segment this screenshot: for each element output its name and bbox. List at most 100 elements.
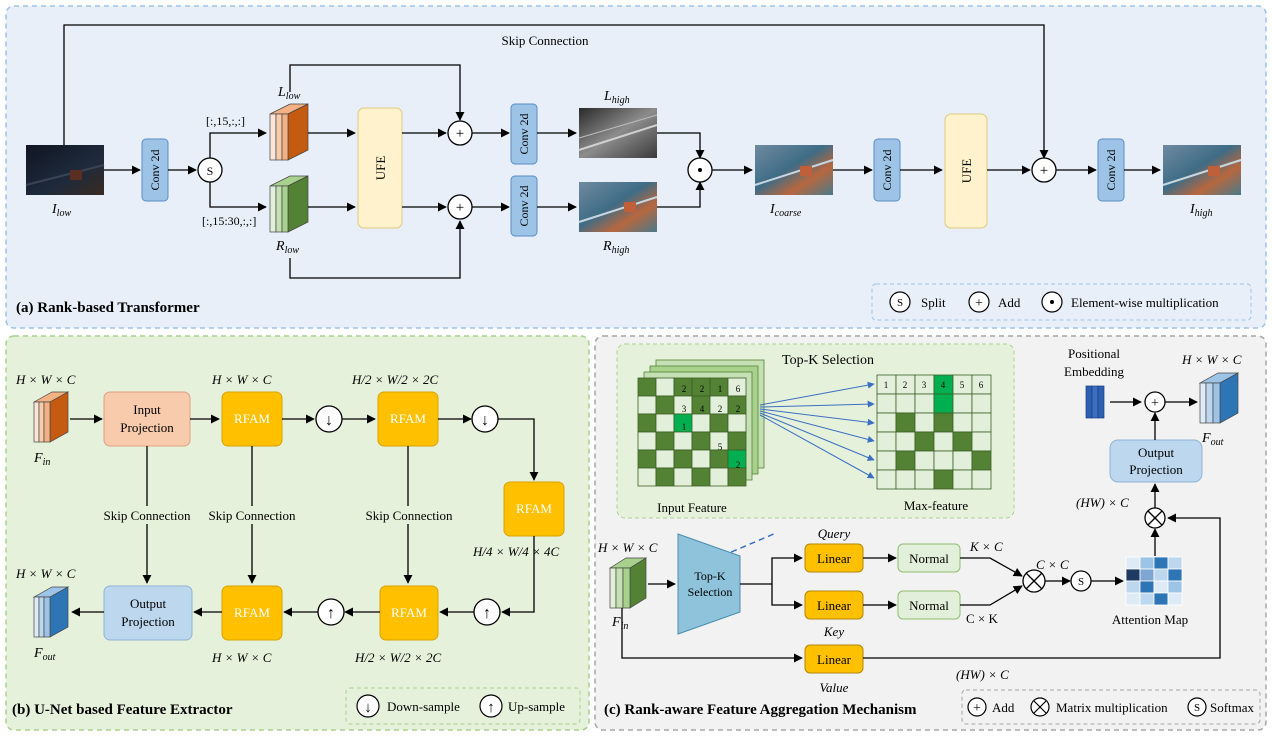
rfam-block-5 — [221, 585, 283, 641]
f-in-label-b: Fin — [33, 451, 50, 468]
rfam-label-4: RFAM — [391, 605, 427, 620]
ufe-label-2: UFE — [959, 159, 974, 184]
max-feature-cell — [876, 450, 897, 471]
max-feature-cell — [933, 431, 954, 452]
panel-c-title: (c) Rank-aware Feature Aggregation Mecha… — [604, 702, 917, 718]
grid-number: 2 — [718, 404, 723, 414]
down-arrow-icon: ↓ — [325, 412, 333, 429]
matmul-cross — [1033, 700, 1047, 714]
max-feature-cell — [971, 450, 992, 471]
skip-label-1: Skip Connection — [103, 508, 191, 523]
arrow — [501, 536, 535, 617]
max-feature-cell — [914, 431, 935, 452]
grid-number: 5 — [960, 380, 965, 390]
arrow — [657, 181, 705, 208]
attention-map-cell — [1167, 592, 1183, 606]
topk-title: Top-K Selection — [782, 353, 874, 368]
input-feature-cube — [637, 359, 765, 487]
input-feature-cell — [655, 431, 675, 451]
attention-map-cell — [1167, 556, 1183, 570]
conv-label-2: Conv 2d — [517, 113, 531, 154]
split-symbol: S — [207, 164, 214, 178]
legend-c-softmax-label: Softmax — [1210, 700, 1255, 715]
max-feature-cell — [952, 450, 973, 471]
max-feature-cell — [876, 393, 897, 414]
grid-number: 2 — [682, 384, 687, 394]
up-arrow-icon: ↑ — [483, 605, 491, 622]
input-feature-cell — [655, 413, 675, 433]
skip-label-bg — [358, 506, 460, 524]
input-feature-cell — [673, 431, 693, 451]
legend-split-label: Split — [921, 295, 946, 310]
grid-number: 6 — [979, 380, 984, 390]
max-feature-cell — [895, 412, 916, 433]
input-feature-cell — [709, 449, 729, 469]
conv-label-1: Conv 2d — [148, 149, 162, 190]
attention-map-cell — [1139, 568, 1155, 582]
max-feature-cell — [971, 431, 992, 452]
max-feature-label: Max-feature — [904, 498, 968, 513]
ufe-label-1: UFE — [373, 156, 388, 181]
grid-number: 3 — [682, 404, 687, 414]
legend-a — [871, 283, 1252, 321]
conv-label-4: Conv 2d — [880, 149, 894, 190]
attention-map-cell — [1125, 592, 1141, 606]
legend-up-symbol: ↑ — [487, 700, 495, 716]
matmul-cross — [1147, 510, 1163, 526]
matmul-cross — [1025, 572, 1043, 590]
r-low-label: Rlow — [275, 239, 299, 256]
max-feature-cell — [914, 469, 935, 490]
legend-c-add-icon — [967, 697, 987, 717]
grid-number: 6 — [736, 384, 741, 394]
arrow — [289, 220, 465, 279]
arrow — [960, 557, 1023, 577]
positional-line2: Embedding — [1064, 364, 1124, 379]
max-feature-cell — [952, 393, 973, 414]
plus-symbol: + — [1151, 396, 1159, 411]
max-feature-cell — [952, 431, 973, 452]
input-feature-label: Input Feature — [657, 500, 727, 515]
rfam-label-2: RFAM — [390, 411, 426, 426]
max-feature-cell — [895, 393, 916, 414]
max-feature-cell — [914, 393, 935, 414]
dim-ck: C × K — [966, 611, 999, 626]
grid-number: 2 — [736, 404, 741, 414]
arrow — [209, 182, 267, 212]
grid-number: 4 — [700, 404, 705, 414]
dim-fin: H × W × C — [15, 372, 76, 387]
legend-mult-dot — [1050, 300, 1054, 304]
linear-value-label: Linear — [817, 652, 852, 667]
l-low-feature-stack — [269, 103, 309, 161]
ufe-block-1 — [357, 107, 403, 229]
legend-c — [961, 689, 1261, 725]
value-label: Value — [820, 680, 849, 695]
dim-rfam3: H/4 × W/4 × 4C — [472, 544, 559, 559]
legend-add-label: Add — [998, 295, 1021, 310]
arrow — [498, 418, 539, 481]
linear-key-label: Linear — [817, 598, 852, 613]
l-high-label: Lhigh — [603, 89, 630, 106]
normal-query-label: Normal — [909, 551, 949, 566]
l-low-label: Llow — [277, 85, 301, 102]
input-feature-numbers: 2 2 1 6 3 4 2 2 1 5 2 — [682, 384, 741, 470]
i-low-image — [25, 145, 105, 195]
attention-map-cell — [1153, 556, 1169, 570]
grid-number: 1 — [682, 422, 687, 432]
key-label: Key — [823, 624, 844, 639]
legend-up-label: Up-sample — [508, 699, 565, 714]
legend-down-label: Down-sample — [387, 699, 460, 714]
legend-split-symbol: S — [897, 297, 903, 309]
attention-map-cell — [1167, 568, 1183, 582]
input-feature-cell — [691, 449, 711, 469]
f-out-feature-stack-c — [1198, 372, 1240, 424]
arrow — [771, 584, 803, 610]
i-coarse-image — [754, 145, 834, 195]
panel-a-title: (a) Rank-based Transformer — [16, 300, 200, 316]
legend-add-icon — [968, 291, 990, 313]
up-arrow-icon: ↑ — [327, 605, 335, 622]
max-feature-cell — [876, 412, 897, 433]
arrow — [621, 608, 803, 663]
arrow — [960, 585, 1023, 606]
input-feature-cell — [655, 395, 675, 415]
